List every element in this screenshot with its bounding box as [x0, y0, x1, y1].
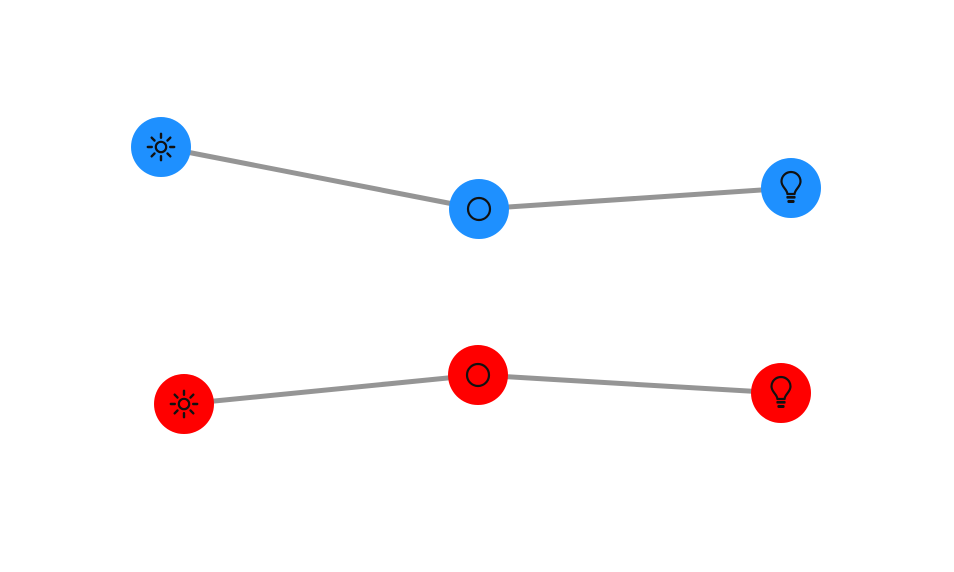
red-row-node-circle[interactable]: [448, 345, 508, 405]
node-circle: [751, 363, 811, 423]
circle-icon: [466, 196, 492, 222]
red-row-edge: [475, 372, 784, 396]
sun-icon: [169, 389, 199, 419]
blue-row-node-circle[interactable]: [449, 179, 509, 239]
node-circle: [448, 345, 508, 405]
node-layer: [131, 117, 821, 434]
red-row-edge: [181, 372, 481, 407]
node-circle: [154, 374, 214, 434]
blue-row-node-lightbulb[interactable]: [761, 158, 821, 218]
lightbulb-icon: [770, 375, 792, 408]
lightbulb-icon: [780, 170, 802, 203]
blue-row-edge: [476, 185, 794, 212]
blue-row-node-sun[interactable]: [131, 117, 191, 177]
red-row-node-lightbulb[interactable]: [751, 363, 811, 423]
red-row-node-sun[interactable]: [154, 374, 214, 434]
circle-icon: [465, 362, 491, 388]
node-circle: [761, 158, 821, 218]
node-circle: [449, 179, 509, 239]
blue-row-edge: [158, 144, 482, 212]
sun-icon: [146, 132, 176, 162]
node-circle: [131, 117, 191, 177]
edge-layer: [158, 144, 794, 407]
